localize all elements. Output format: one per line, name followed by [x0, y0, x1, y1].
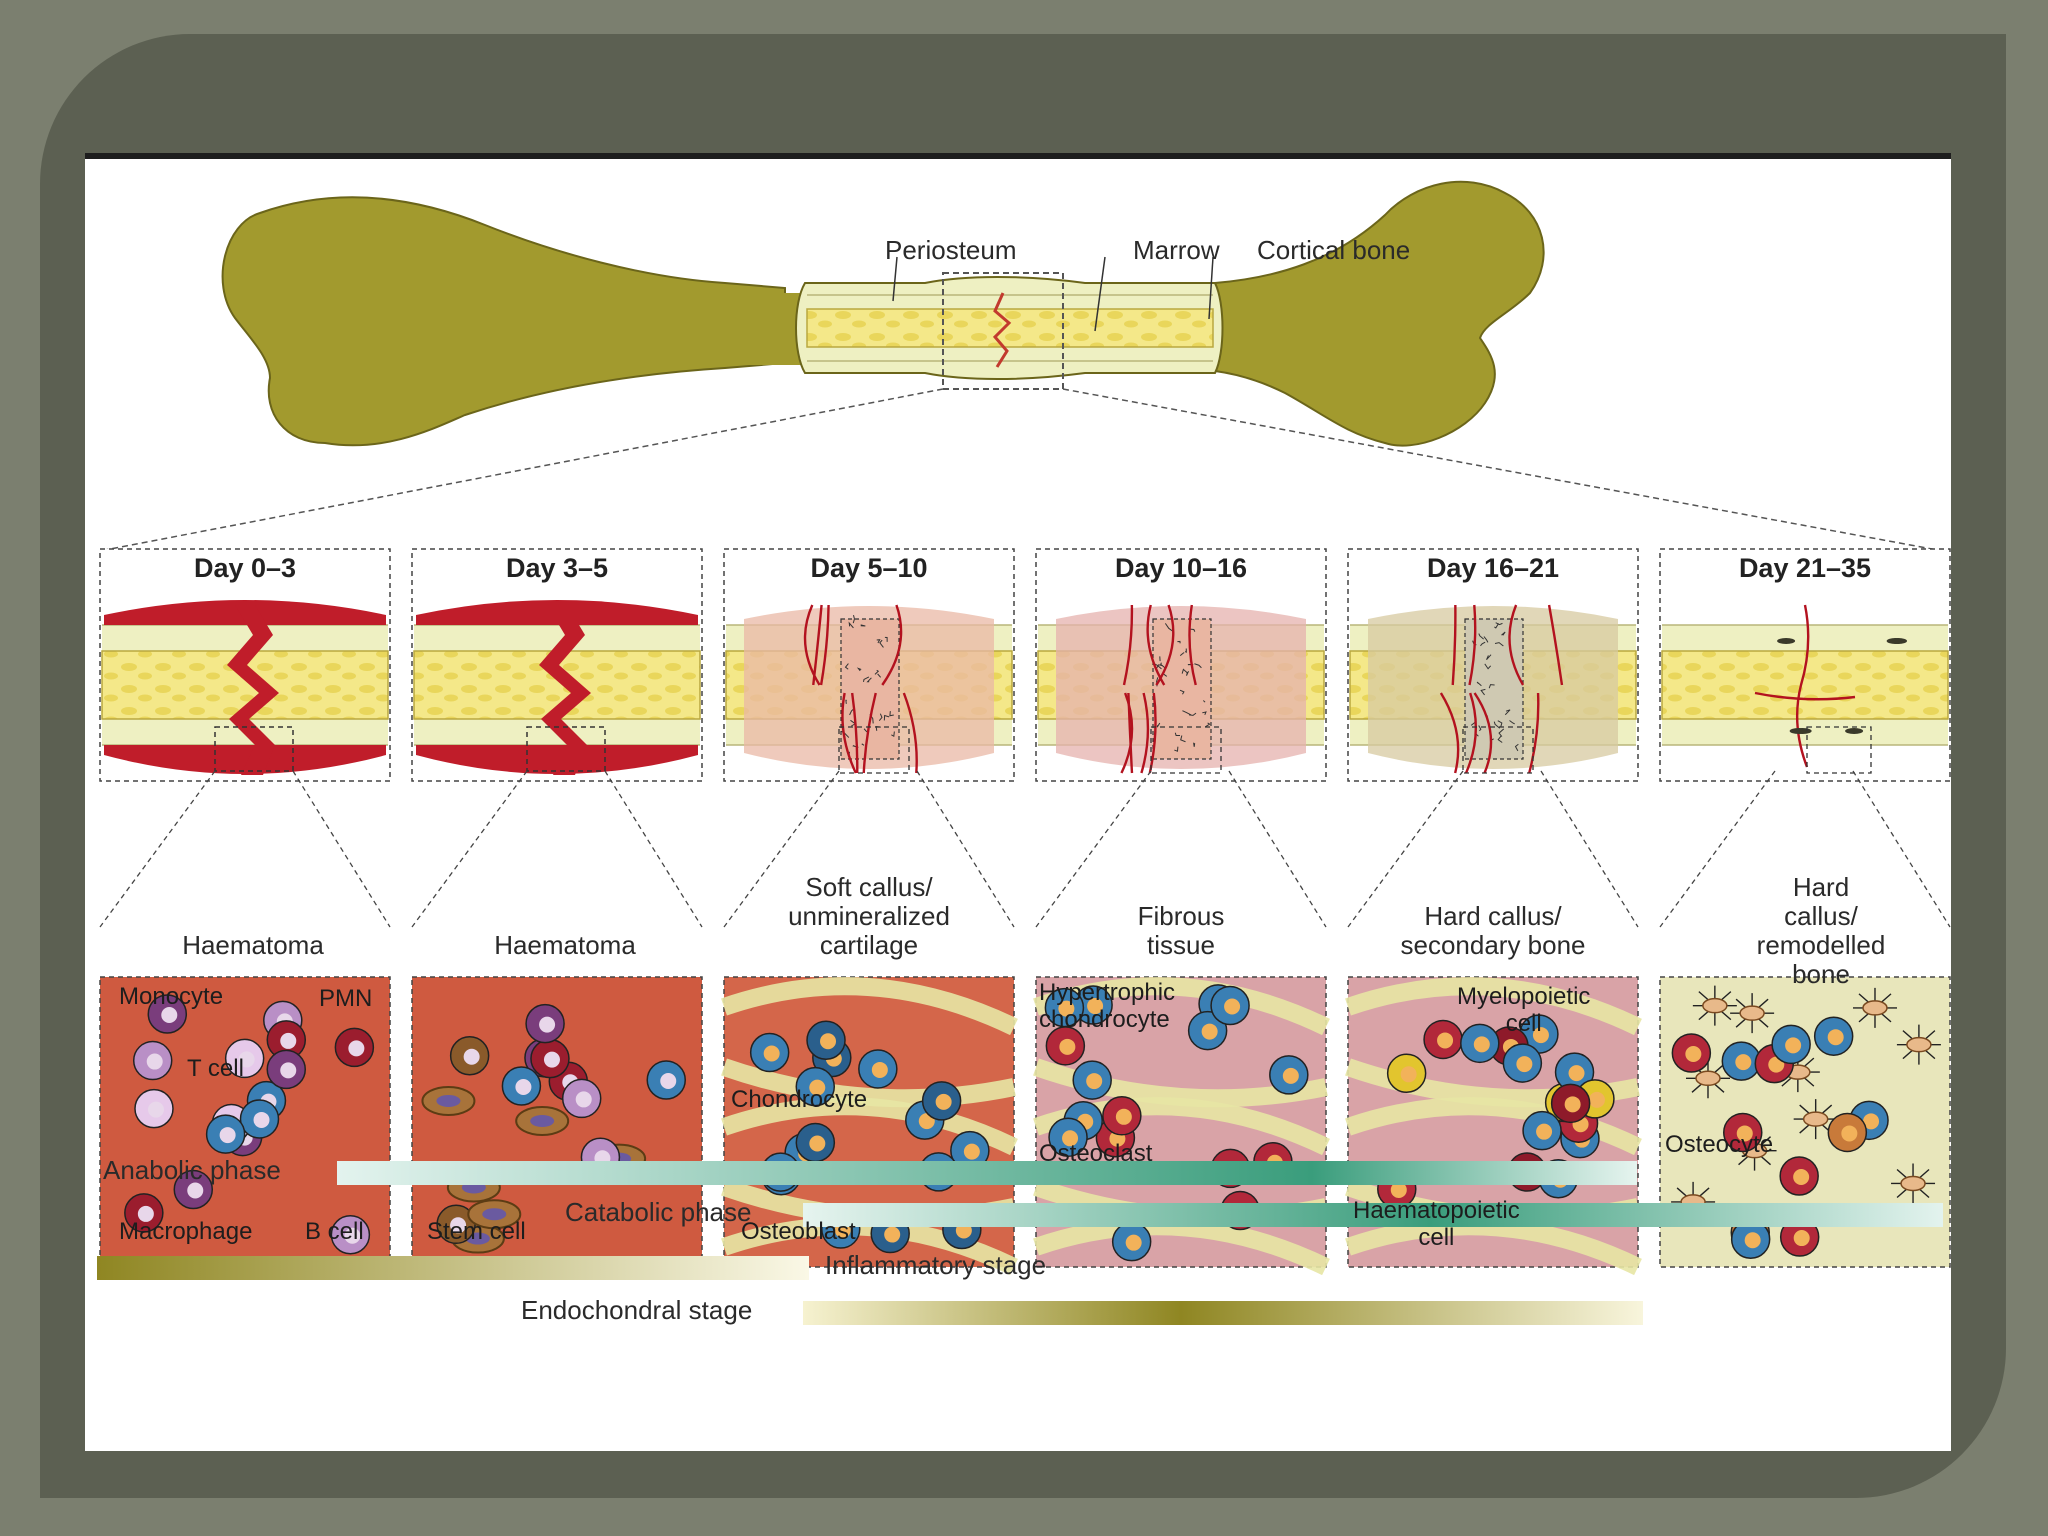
stage-2-day: Day 3–5 [505, 553, 609, 583]
stage-panels [99, 548, 1951, 1276]
matrix-strand [1345, 1097, 1642, 1156]
blood-vessel [1473, 692, 1493, 774]
stem-cell-label: Stem cell [427, 1218, 526, 1245]
stage-1-tissue: Haematoma [182, 930, 324, 960]
hypertrophic-chondrocyte-label: Hypertrophic chondrocyte [1039, 979, 1176, 1033]
blood-vessel [1795, 604, 1810, 768]
cells [1671, 985, 1941, 1259]
haematopoietic-cell-label: Haematopoietic cell [1353, 1197, 1520, 1251]
blood-vessel [1468, 604, 1477, 686]
catabolic-phase-label: Catabolic phase [565, 1197, 752, 1227]
blood-vessel [1451, 604, 1457, 686]
blood-vessel [1140, 692, 1150, 774]
stage-panel-3 [721, 548, 1018, 1276]
stage-6-tissue: Hard callus/ remodelled bone [1756, 872, 1886, 989]
marrow-label: Marrow [1133, 235, 1220, 265]
stage-panel-1 [99, 548, 391, 1268]
osteocyte-lacuna [1886, 638, 1905, 644]
chondrocyte-label: Chondrocyte [731, 1086, 868, 1113]
monocyte-label: Monocyte [119, 983, 224, 1010]
blood-vessel [862, 692, 877, 774]
stage-5-day: Day 16–21 [1426, 553, 1560, 583]
stage-3-day: Day 5–10 [810, 553, 928, 583]
inflammatory-stage-bar [97, 1256, 809, 1280]
stage-1-day: Day 0–3 [193, 553, 297, 583]
catabolic-phase-bar [803, 1203, 1943, 1227]
blood-vessel [1754, 691, 1856, 701]
blood-vessel [812, 604, 823, 686]
b-cell-label: B cell [305, 1218, 364, 1245]
top-rule [85, 153, 1951, 159]
stage-4-day: Day 10–16 [1114, 553, 1248, 583]
cortical-bone-label: Cortical bone [1257, 235, 1411, 265]
fracture-gap [227, 605, 279, 775]
myelopoietic-cell-label: Myelopoietic cell [1457, 983, 1591, 1037]
diagram-graphics [97, 180, 1951, 1325]
blood-vessel [1464, 692, 1478, 774]
matrix-strand [1345, 977, 1642, 1036]
osteocyte-lacuna [1789, 728, 1808, 734]
fracture-gap [539, 605, 591, 775]
blood-vessel [1547, 604, 1564, 686]
anabolic-phase-bar [337, 1161, 1637, 1185]
osteoclast-label: Osteoclast [1039, 1140, 1153, 1167]
matrix-strand [721, 977, 1018, 1036]
osteocyte-lacuna [1777, 638, 1796, 644]
osteocyte-label: Osteocyte [1665, 1131, 1774, 1158]
femur-illustration [99, 180, 1944, 552]
stage-3-tissue: Soft callus/ unmineralized cartilage [788, 872, 950, 960]
haematoma-bottom [104, 745, 386, 774]
blood-vessel [1188, 604, 1197, 686]
blood-vessel [841, 692, 857, 774]
stage-panel-2 [411, 548, 703, 1268]
marrow-band [1661, 650, 1949, 720]
blood-vessel [850, 692, 859, 774]
endochondral-stage-bar [803, 1301, 1643, 1325]
bone-healing-figure: Periosteum Marrow Cortical bone Day 0–3 … [85, 153, 1951, 1451]
osteoblast-label: Osteoblast [741, 1218, 856, 1245]
inflammatory-stage-label: Inflammatory stage [825, 1250, 1047, 1280]
stage-5-tissue: Hard callus/ secondary bone [1400, 901, 1586, 960]
matrix-strand [721, 1097, 1018, 1156]
stage-6-day: Day 21–35 [1738, 553, 1872, 583]
endochondral-stage-label: Endochondral stage [521, 1295, 753, 1325]
callus-core [840, 618, 900, 760]
macrophage-label: Macrophage [119, 1218, 253, 1245]
blood-vessel [1122, 604, 1134, 686]
stage-panel-4 [1033, 548, 1330, 1276]
stage-4-tissue: Fibrous tissue [1137, 901, 1225, 960]
blood-vessel [1120, 692, 1134, 774]
blood-vessel [1508, 604, 1525, 686]
callus-core [1152, 618, 1212, 760]
pmn-label: PMN [319, 985, 373, 1012]
t-cell-label: T cell [187, 1055, 244, 1082]
blood-vessel [902, 692, 918, 774]
anabolic-phase-label: Anabolic phase [103, 1155, 281, 1185]
periosteum-label: Periosteum [885, 235, 1017, 265]
cells [421, 1003, 686, 1254]
cells [124, 994, 375, 1255]
blood-vessel [1528, 692, 1540, 774]
osteocyte-lacuna [1845, 728, 1864, 734]
stage-panel-6 [1659, 548, 1951, 1268]
haematoma-bottom [416, 745, 698, 774]
stage-panel-5 [1345, 548, 1642, 1276]
callus-core [1464, 618, 1524, 760]
matrix-strand [721, 1058, 1016, 1108]
cells [1377, 1014, 1615, 1209]
stage-2-tissue: Haematoma [494, 930, 636, 960]
blood-vessel [1439, 692, 1460, 774]
blood-vessel [819, 604, 830, 686]
blood-vessel [1155, 604, 1175, 686]
blood-vessel [881, 604, 903, 686]
